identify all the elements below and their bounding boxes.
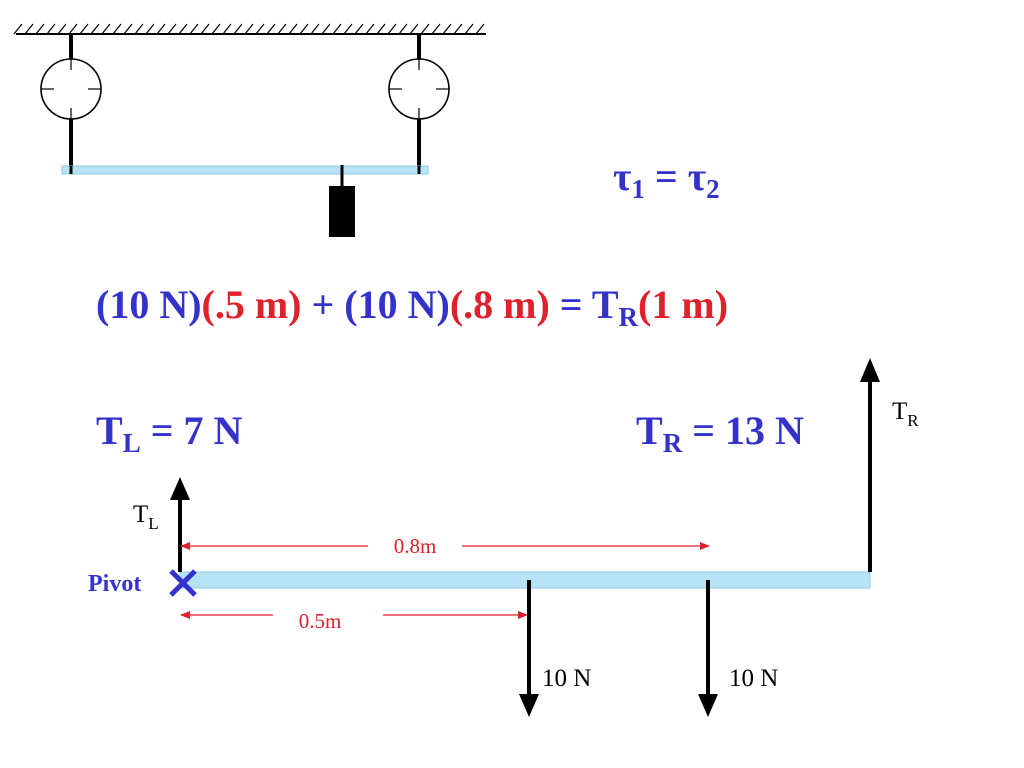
ceiling-hatch-mark xyxy=(332,23,342,35)
ceiling-hatch-mark xyxy=(409,23,419,35)
ceiling-hatch-mark xyxy=(101,23,111,35)
left-tension-label: TL xyxy=(133,501,159,533)
arrow-up-icon xyxy=(170,477,190,500)
ceiling-hatch-mark xyxy=(376,23,386,35)
ceiling-hatch-mark xyxy=(277,23,287,35)
ceiling-hatch-mark xyxy=(68,23,78,35)
ceiling-hatch-mark xyxy=(200,23,210,35)
ceiling-hatch-mark xyxy=(299,23,309,35)
beam xyxy=(179,571,871,589)
hanging-beam xyxy=(61,165,429,175)
ceiling-hatch-mark xyxy=(420,23,430,35)
dimension-0-8m-label: 0.8m xyxy=(394,534,437,558)
ceiling-hatch-mark xyxy=(112,23,122,35)
ceiling-hatch-mark xyxy=(365,23,375,35)
ceiling-hatch-mark xyxy=(266,23,276,35)
ceiling-hatch-mark xyxy=(134,23,144,35)
ceiling-hatch-mark xyxy=(211,23,221,35)
ceiling-hatch-mark xyxy=(288,23,298,35)
torque-sum-equation: (10 N)(.5 m) + (10 N)(.8 m) = TR(1 m) xyxy=(96,282,728,332)
ceiling-hatch-mark xyxy=(475,23,485,35)
ceiling-hatch-mark xyxy=(35,23,45,35)
pivot-x-icon xyxy=(169,569,197,597)
spring-scale-right xyxy=(388,34,450,166)
free-body-diagram: TR TL Pivot 0.8m 0.5m 10 N 10 N xyxy=(88,358,919,717)
ceiling-hatch-mark xyxy=(343,23,353,35)
ceiling-hatch-mark xyxy=(442,23,452,35)
hanging-weight-icon xyxy=(329,186,355,237)
torque-balance-equation: τ1 = τ2 xyxy=(613,154,720,204)
ceiling-hatch-mark xyxy=(431,23,441,35)
ceiling-hatch-mark xyxy=(13,23,23,35)
ceiling-hatch xyxy=(13,23,485,35)
ceiling-hatch-mark xyxy=(233,23,243,35)
arrow-down-icon xyxy=(698,694,718,717)
weight-1-label: 10 N xyxy=(542,665,591,692)
ceiling-hatch-mark xyxy=(387,23,397,35)
pivot-label: Pivot xyxy=(88,571,141,597)
ceiling-hatch-mark xyxy=(145,23,155,35)
ceiling-hatch-mark xyxy=(321,23,331,35)
ceiling-hatch-mark xyxy=(24,23,34,35)
spring-scale-left xyxy=(40,34,102,166)
arrow-down-icon xyxy=(519,694,539,717)
dimension-0-8m: 0.8m xyxy=(180,534,710,558)
ceiling-hatch-mark xyxy=(244,23,254,35)
ceiling-hatch-mark xyxy=(156,23,166,35)
ceiling-hatch-mark xyxy=(189,23,199,35)
left-tension-result: TL = 7 N xyxy=(96,408,242,458)
dimension-0-5m: 0.5m xyxy=(180,609,528,633)
weight-2-label: 10 N xyxy=(729,665,778,692)
ceiling-hatch-mark xyxy=(79,23,89,35)
ceiling-hatch-mark xyxy=(123,23,133,35)
ceiling-hatch-mark xyxy=(57,23,67,35)
hanging-beam-illustration xyxy=(13,23,486,237)
ceiling-hatch-mark xyxy=(464,23,474,35)
dimension-0-5m-label: 0.5m xyxy=(299,609,342,633)
ceiling-hatch-mark xyxy=(310,23,320,35)
ceiling-hatch-mark xyxy=(167,23,177,35)
ceiling-hatch-mark xyxy=(255,23,265,35)
ceiling-hatch-mark xyxy=(222,23,232,35)
right-tension-result: TR = 13 N xyxy=(636,408,804,458)
ceiling-hatch-mark xyxy=(46,23,56,35)
ceiling-hatch-mark xyxy=(453,23,463,35)
right-tension-label: TR xyxy=(892,398,919,430)
ceiling-hatch-mark xyxy=(178,23,188,35)
ceiling-hatch-mark xyxy=(398,23,408,35)
ceiling-hatch-mark xyxy=(354,23,364,35)
ceiling-hatch-mark xyxy=(90,23,100,35)
arrow-up-icon xyxy=(860,358,880,382)
